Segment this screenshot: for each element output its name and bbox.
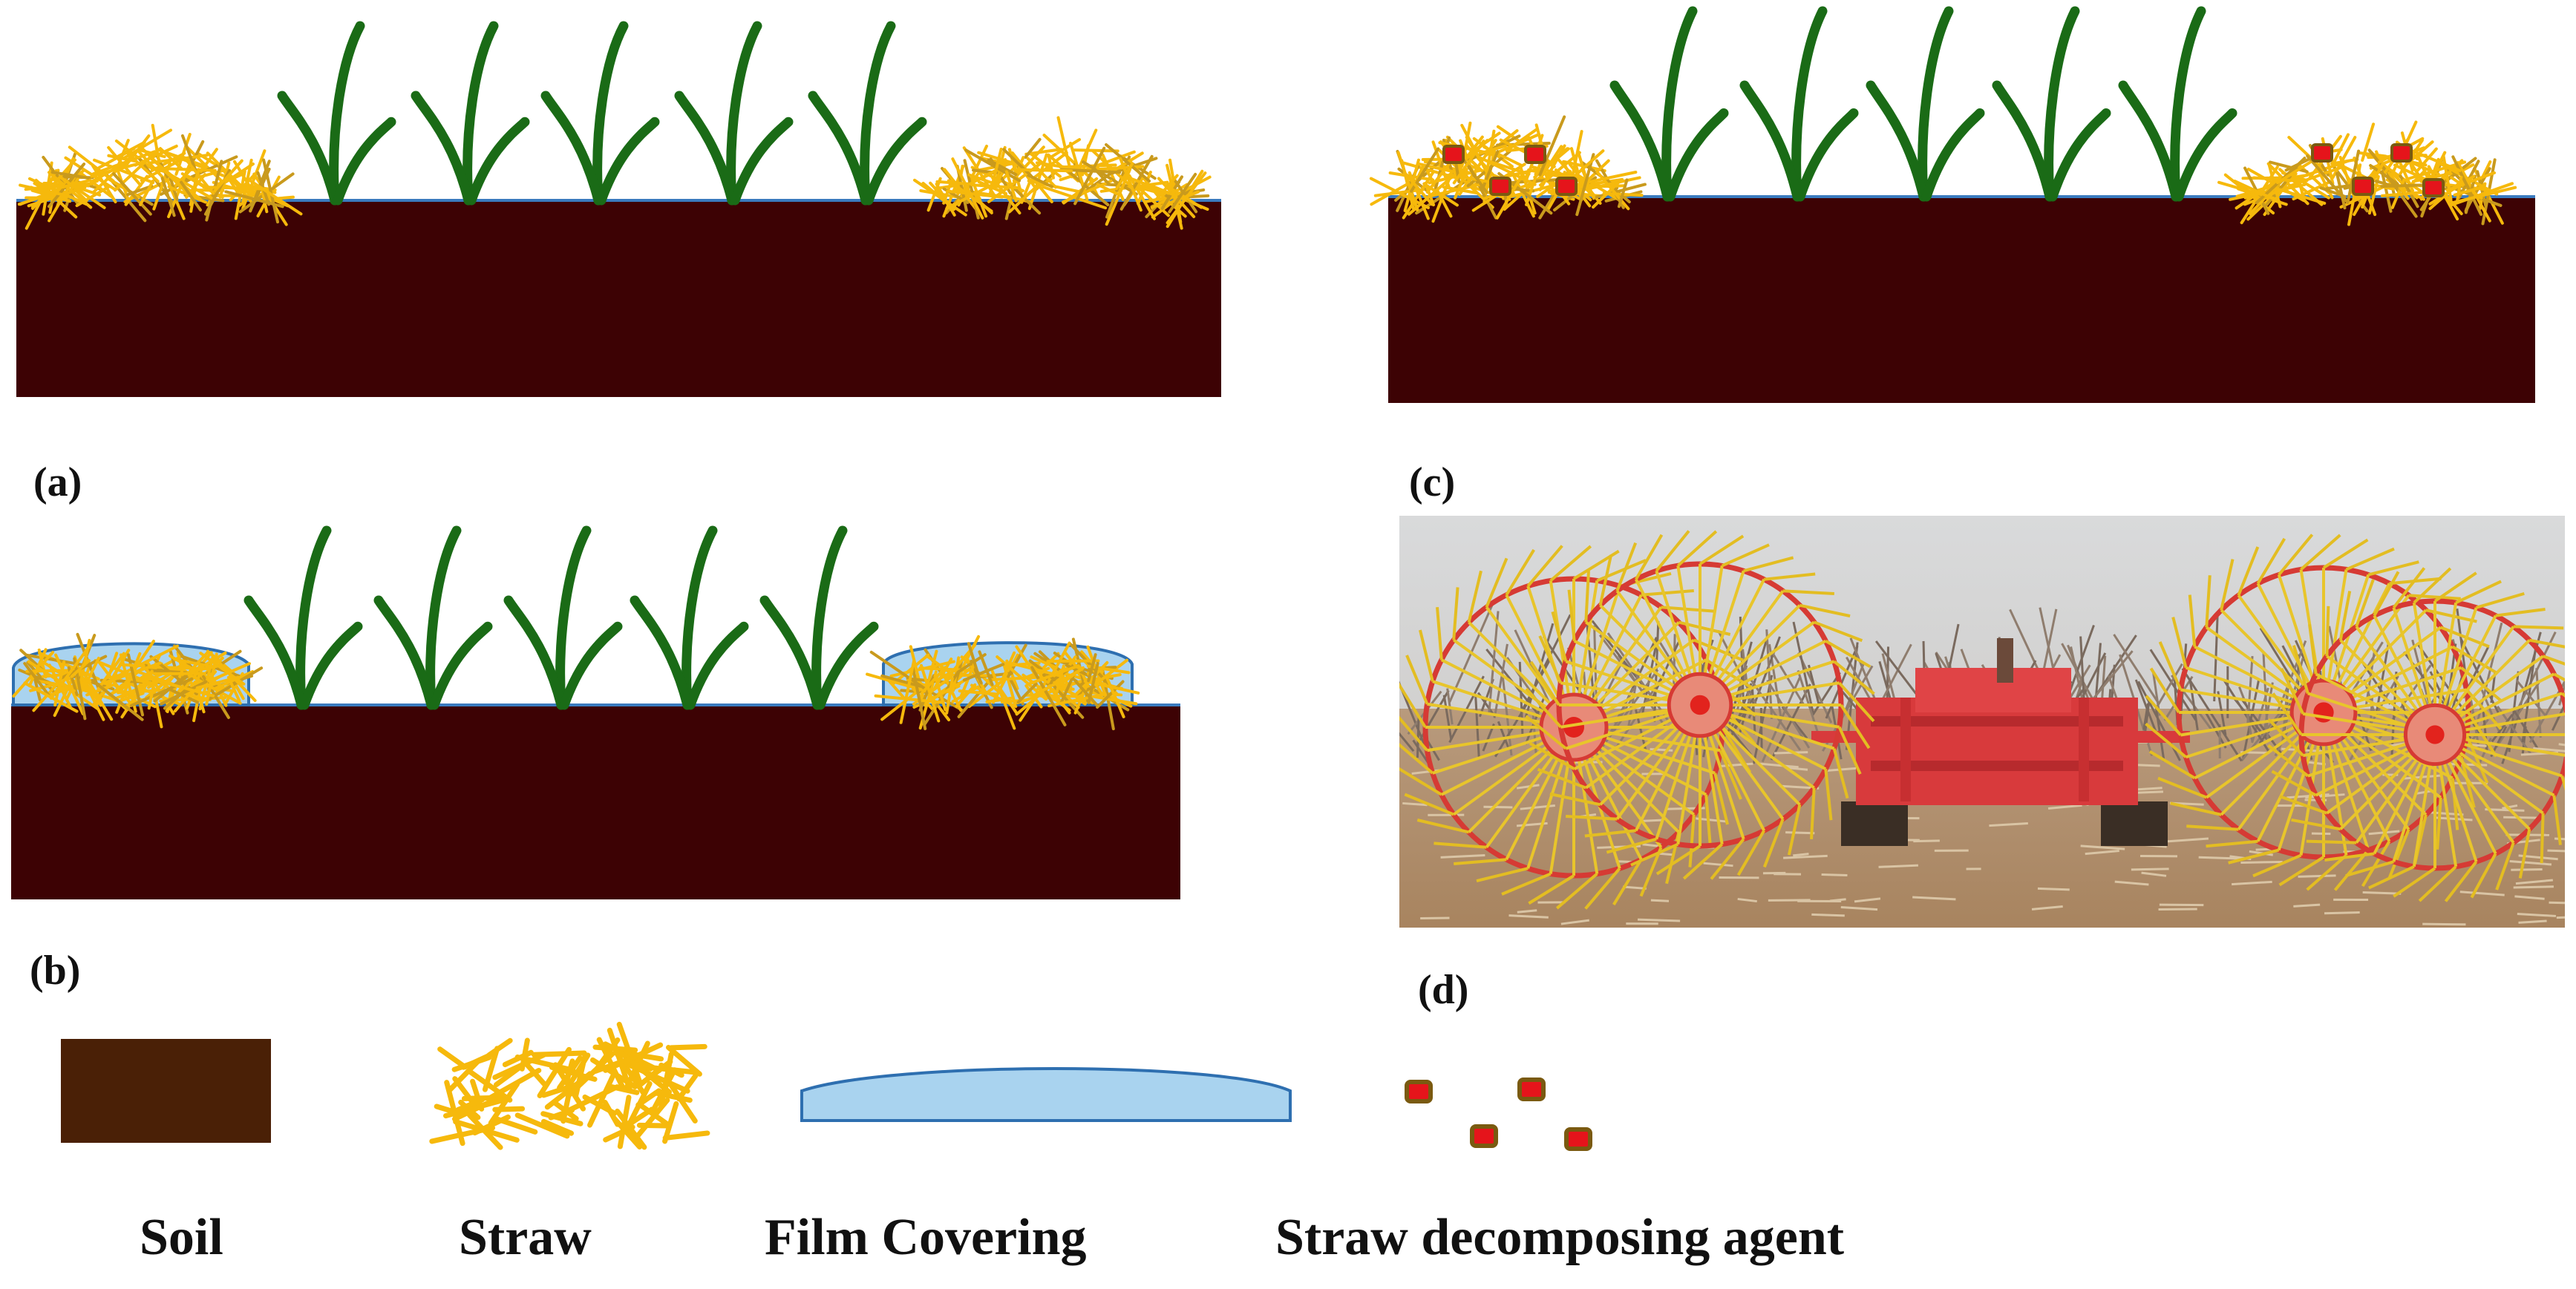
panel-a xyxy=(16,21,1221,397)
legend-straw-swatch xyxy=(429,1021,710,1150)
panel-a-label: (a) xyxy=(33,459,82,505)
plant xyxy=(277,21,396,206)
plant xyxy=(808,21,927,206)
legend-soil-swatch xyxy=(61,1039,271,1143)
legend-straw-label: Straw xyxy=(459,1209,592,1266)
photo-tractor xyxy=(1811,638,2190,846)
panel-c-soil xyxy=(1388,197,2535,403)
plant xyxy=(2118,6,2237,202)
plant xyxy=(503,525,623,710)
plant xyxy=(674,21,794,206)
rake-wheel xyxy=(1525,530,1875,880)
panel-b-straw-left xyxy=(12,632,264,729)
legend-agent-swatch xyxy=(1405,1078,1592,1151)
panel-a-straw-right xyxy=(913,116,1212,230)
panel-c-agents-left xyxy=(1442,145,1578,196)
plant xyxy=(373,525,493,710)
photo-rake-wheels xyxy=(1399,530,2565,910)
panel-c-straw-right xyxy=(2217,120,2517,226)
panel-b-soil xyxy=(11,705,1180,899)
legend-film-swatch xyxy=(800,1067,1292,1122)
plant xyxy=(1609,6,1729,202)
panel-b-label: (b) xyxy=(30,948,81,994)
panel-d-photo xyxy=(1399,516,2565,928)
plant xyxy=(759,525,879,710)
legend-soil-label: Soil xyxy=(140,1209,223,1266)
panel-b xyxy=(11,525,1180,899)
panel-a-soil xyxy=(16,200,1221,397)
plant xyxy=(243,525,363,710)
panel-b-plants xyxy=(243,525,879,710)
plant xyxy=(1739,6,1859,202)
panel-c-label: (c) xyxy=(1409,459,1456,505)
rake-wheel xyxy=(2267,567,2565,902)
panel-d-label: (d) xyxy=(1418,967,1469,1013)
panel-c-plants xyxy=(1609,6,2237,202)
panel-a-plants xyxy=(277,21,927,206)
panel-c-straw-left xyxy=(1369,115,1647,223)
panel-b-straw-right xyxy=(866,634,1140,731)
panel-a-straw-left xyxy=(17,123,303,230)
legend-agent-label: Straw decomposing agent xyxy=(1275,1209,1845,1266)
plant xyxy=(630,525,749,710)
panel-c xyxy=(1369,6,2535,403)
plant xyxy=(1866,6,1985,202)
plant xyxy=(540,21,660,206)
legend-film-label: Film Covering xyxy=(765,1209,1087,1266)
legend xyxy=(61,1021,1592,1151)
plant xyxy=(411,21,530,206)
panel-c-agents-right xyxy=(2311,143,2445,197)
plant xyxy=(1992,6,2111,202)
